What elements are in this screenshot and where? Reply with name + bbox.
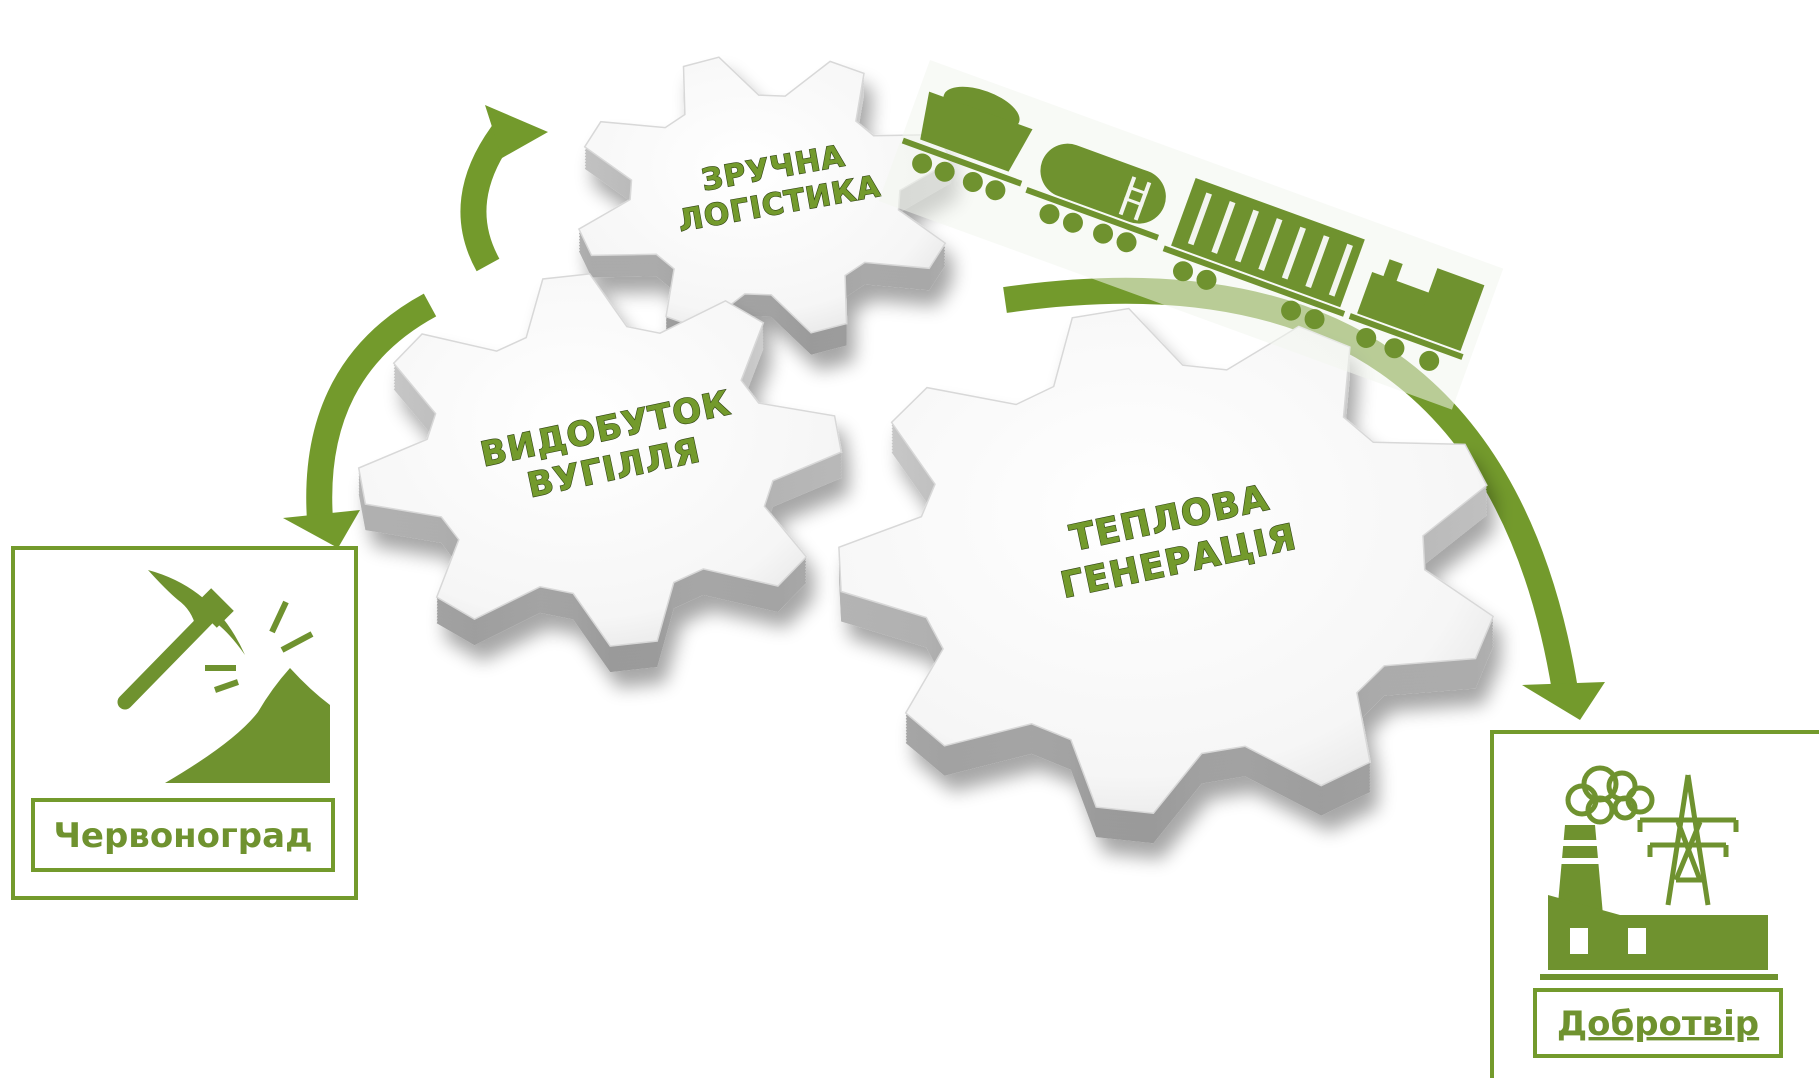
location-card-dobrotvir: Добротвір (1490, 730, 1819, 1078)
label-frame-chervonohrad (31, 798, 335, 872)
freight-train-icon (878, 60, 1504, 410)
arrow-to-chervonohrad (306, 293, 437, 521)
label-frame-dobrotvir (1533, 988, 1783, 1058)
arrow-head-dobrotvir (1522, 682, 1605, 720)
location-label-chervonohrad: Червоноград (53, 816, 312, 856)
power-plant-pylon-icon (1540, 765, 1778, 980)
pickaxe-mountain-icon (117, 570, 330, 783)
gear-logistics-face (577, 56, 953, 334)
gear-mining-face (357, 273, 843, 647)
arrow-to-logistics (460, 122, 516, 272)
arrow-head-logistics (485, 105, 548, 158)
arrow-head-chervonohrad (283, 510, 360, 548)
location-card-chervonohrad: Червоноград (11, 546, 358, 900)
gear-generation (838, 307, 1495, 844)
location-label-dobrotvir[interactable]: Добротвір (1557, 1004, 1759, 1044)
gear-logistics (577, 56, 953, 355)
gear-mining (357, 273, 843, 673)
